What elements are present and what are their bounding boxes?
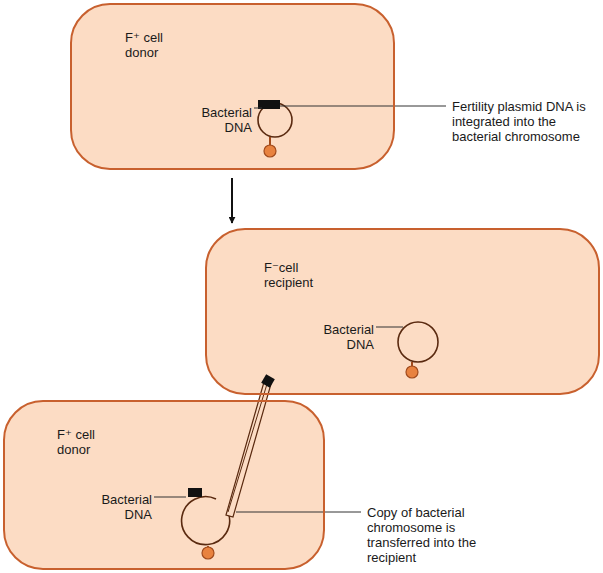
opened-chromosome bbox=[182, 497, 230, 545]
part-label: Bacterial DNA bbox=[90, 492, 152, 522]
callout-text: Copy of bacterial chromosome is transfer… bbox=[367, 505, 481, 565]
attachment-knob bbox=[406, 366, 418, 378]
attachment-knob bbox=[264, 145, 276, 157]
part-label: Bacterial DNA bbox=[312, 322, 374, 352]
cell-label: F⁺ cell donor bbox=[125, 30, 187, 60]
f-plasmid-segment bbox=[261, 374, 275, 388]
attachment-knob bbox=[202, 547, 214, 559]
leader-line bbox=[376, 327, 403, 328]
f-plasmid-segment bbox=[188, 488, 202, 497]
cell-fill bbox=[71, 4, 394, 169]
donor-cell: F⁺ cell donorBacterial DNA bbox=[70, 3, 395, 170]
cell-label: F⁺ cell donor bbox=[57, 427, 119, 457]
donor-cell: F⁺ cell donorBacterial DNA bbox=[3, 400, 325, 570]
cell-fill bbox=[4, 401, 324, 569]
recipient-cell: F⁻cell recipientBacterial DNA bbox=[205, 228, 600, 395]
leader-line bbox=[280, 106, 446, 107]
part-label: Bacterial DNA bbox=[190, 105, 252, 135]
callout-text: Fertility plasmid DNA is integrated into… bbox=[452, 99, 600, 144]
cell-fill bbox=[206, 229, 599, 394]
chromosome-ring bbox=[398, 322, 438, 362]
step-arrow bbox=[231, 178, 233, 223]
pilus-bridge bbox=[226, 382, 271, 517]
transferred-strand bbox=[228, 384, 267, 512]
leader-line bbox=[236, 512, 361, 513]
leader-line bbox=[154, 497, 186, 498]
cell-label: F⁻cell recipient bbox=[264, 260, 334, 290]
leader-line bbox=[254, 108, 262, 109]
